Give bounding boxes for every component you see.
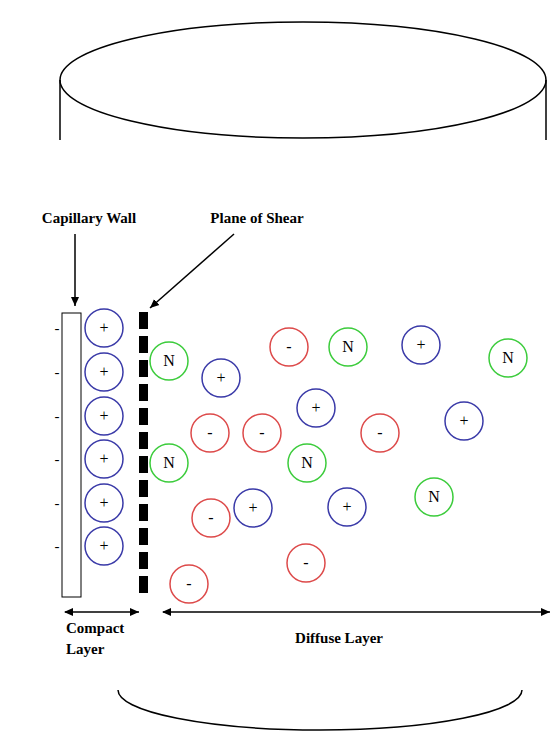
shear-pointer xyxy=(150,234,234,308)
layer-label: Compact Layer xyxy=(66,618,146,660)
ion-circle: N xyxy=(149,341,189,381)
ion-circle: - xyxy=(191,498,231,538)
ion-circle: + xyxy=(201,358,241,398)
ion-circle: N xyxy=(287,443,327,483)
ion-circle: + xyxy=(444,401,484,441)
ion-circle: - xyxy=(360,413,400,453)
ion-circle: - xyxy=(242,413,282,453)
ion-circle: - xyxy=(286,543,326,583)
ion-circle: + xyxy=(296,388,336,428)
layer-label: Capillary Wall xyxy=(42,208,136,229)
ion-charge: - xyxy=(286,543,326,583)
ion-charge: N xyxy=(414,477,454,517)
ion-charge: + xyxy=(444,401,484,441)
wall-charge: - xyxy=(55,449,60,470)
ion-circle: N xyxy=(328,327,368,367)
ion-charge: + xyxy=(84,396,124,436)
ion-charge: + xyxy=(201,358,241,398)
ion-circle: - xyxy=(169,564,209,604)
ion-charge: - xyxy=(190,413,230,453)
ion-charge: + xyxy=(401,325,441,365)
ion-circle: + xyxy=(84,439,124,479)
ion-circle: + xyxy=(84,308,124,348)
ion-charge: + xyxy=(84,352,124,392)
ion-charge: N xyxy=(328,327,368,367)
ion-circle: N xyxy=(414,477,454,517)
ion-circle: - xyxy=(190,413,230,453)
ion-circle: + xyxy=(327,487,367,527)
plane-of-shear xyxy=(139,312,148,593)
ion-circle: + xyxy=(401,325,441,365)
ion-charge: N xyxy=(149,341,189,381)
capillary-wall xyxy=(62,313,81,597)
ion-charge: - xyxy=(242,413,282,453)
ion-circle: N xyxy=(149,443,189,483)
ion-circle: N xyxy=(488,338,528,378)
layer-label: Diffuse Layer xyxy=(295,628,383,649)
layer-label: Plane of Shear xyxy=(210,208,303,229)
ion-charge: + xyxy=(84,526,124,566)
capillary-top xyxy=(60,22,546,140)
wall-charge: - xyxy=(55,493,60,514)
ion-charge: + xyxy=(327,487,367,527)
ion-charge: + xyxy=(84,308,124,348)
ion-charge: + xyxy=(84,483,124,523)
ion-circle: + xyxy=(84,483,124,523)
wall-charge: - xyxy=(55,536,60,557)
ion-charge: N xyxy=(149,443,189,483)
wall-charge: - xyxy=(55,318,60,339)
wall-pointer xyxy=(74,234,76,306)
ion-charge: N xyxy=(287,443,327,483)
compact-span-arrow xyxy=(65,611,139,613)
ion-charge: N xyxy=(488,338,528,378)
ion-charge: - xyxy=(360,413,400,453)
diffuse-span-arrow xyxy=(163,611,550,613)
ion-circle: - xyxy=(269,327,309,367)
ion-charge: + xyxy=(233,488,273,528)
ion-circle: + xyxy=(84,352,124,392)
ion-circle: + xyxy=(233,488,273,528)
ion-circle: + xyxy=(84,396,124,436)
ion-charge: - xyxy=(269,327,309,367)
ion-charge: - xyxy=(191,498,231,538)
ion-charge: - xyxy=(169,564,209,604)
wall-charge: - xyxy=(55,362,60,383)
ion-charge: + xyxy=(84,439,124,479)
capillary-bottom xyxy=(118,690,522,730)
ion-circle: + xyxy=(84,526,124,566)
ion-charge: + xyxy=(296,388,336,428)
wall-charge: - xyxy=(55,406,60,427)
